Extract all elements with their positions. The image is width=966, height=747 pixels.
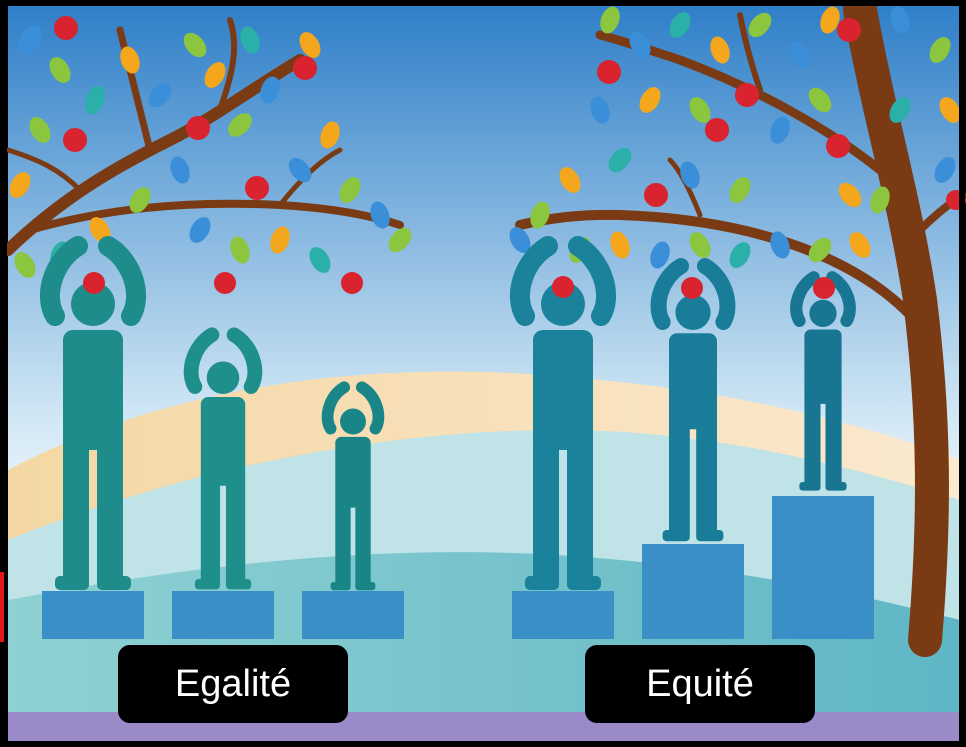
apple-icon (552, 276, 574, 298)
egalite-label: Egalité (118, 645, 348, 723)
left-tree-apples (54, 16, 363, 294)
egalite-boxes (42, 591, 404, 639)
box-icon (512, 591, 614, 639)
apple-icon (83, 272, 105, 294)
right-tree-icon (515, 0, 966, 657)
left-tree-leaves (9, 25, 412, 278)
box-icon (772, 496, 874, 639)
box-icon (42, 591, 144, 639)
right-tree-leaves (509, 6, 961, 269)
equite-label-text: Equité (646, 662, 754, 705)
right-tree-apples (597, 18, 966, 210)
apple-icon (813, 277, 835, 299)
red-edge-marker (0, 572, 4, 642)
left-tree-icon (2, 17, 404, 256)
box-icon (172, 591, 274, 639)
box-icon (642, 544, 744, 639)
equite-boxes (512, 496, 874, 639)
equite-label: Equité (585, 645, 815, 723)
egalite-label-text: Egalité (174, 662, 292, 705)
box-icon (302, 591, 404, 639)
apple-icon (681, 277, 703, 299)
